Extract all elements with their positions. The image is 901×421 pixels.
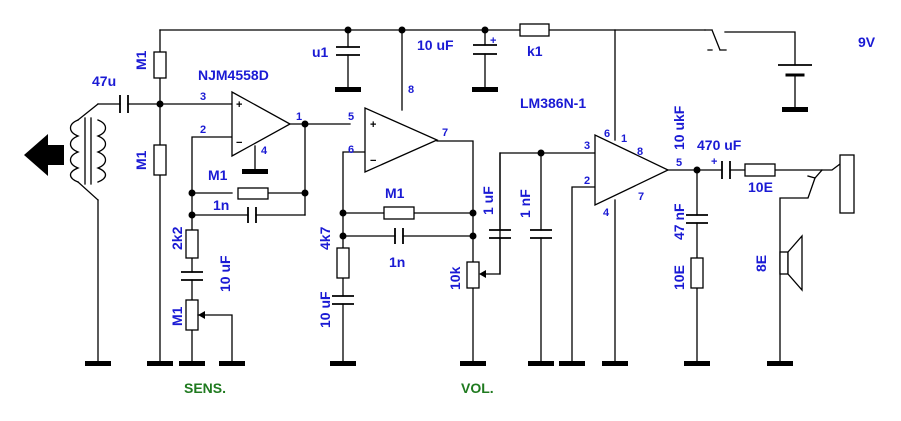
label-r-zobel: 10E <box>671 265 687 290</box>
ic1-pin7: 7 <box>442 127 448 139</box>
section-labels: SENS. VOL. <box>184 380 494 396</box>
ic1-name: NJM4558D <box>198 67 269 83</box>
opamp-signs: + − + − <box>236 99 376 167</box>
label-r-fb1: M1 <box>208 167 228 183</box>
ic2-pin1: 1 <box>621 133 627 145</box>
label-speaker: 8E <box>753 255 769 272</box>
label-sens: SENS. <box>184 380 226 396</box>
polarity-c-out: + <box>711 156 717 168</box>
label-c-bypass: 10 ukF <box>671 105 687 150</box>
battery-9v <box>778 64 812 77</box>
label-c-couple2: 1 nF <box>517 189 533 218</box>
label-r-supply: k1 <box>527 43 543 59</box>
ic2-pin5: 5 <box>676 157 682 169</box>
label-c-stage2: 1n <box>389 254 405 270</box>
capacitors <box>119 44 731 305</box>
potentiometers <box>185 261 486 331</box>
svg-text:−: − <box>370 155 376 167</box>
component-labels: NJM4558D LM386N-1 47u M1 M1 u1 10 uF + k… <box>92 34 876 328</box>
ic1-pin8: 8 <box>408 84 414 96</box>
label-r-gain: 2k2 <box>169 226 185 250</box>
label-pot-vol: 10k <box>447 266 463 290</box>
label-c-zobel: 47 nF <box>671 203 687 240</box>
label-r-stage2-gnd: 4k7 <box>317 226 333 250</box>
polarity-c-supply2: + <box>490 35 496 47</box>
ground-symbols <box>85 87 808 366</box>
opamp-ic1-a <box>231 90 292 158</box>
label-c-stage2-gnd: 10 uF <box>317 291 333 328</box>
opamp-ic1-b <box>364 106 439 174</box>
ic2-pin8: 8 <box>637 146 643 158</box>
label-r-bias-top: M1 <box>133 50 149 70</box>
label-r-out: 10E <box>748 179 773 195</box>
power-switch[interactable] <box>704 29 727 51</box>
label-c-in: 47u <box>92 73 116 89</box>
ic1-pin4: 4 <box>261 145 268 157</box>
svg-text:−: − <box>236 137 242 149</box>
svg-text:+: + <box>236 99 242 111</box>
wires <box>77 29 841 363</box>
ic1-pin5: 5 <box>348 111 354 123</box>
label-c-supply1: u1 <box>312 44 329 60</box>
ic1-pin3: 3 <box>200 91 206 103</box>
label-c-gain: 10 uF <box>217 255 233 292</box>
ic1-pin1: 1 <box>296 111 302 123</box>
label-c-out: 470 uF <box>697 137 742 153</box>
label-battery: 9V <box>858 34 876 50</box>
label-c-supply2: 10 uF <box>417 37 454 53</box>
ic1-pin2: 2 <box>200 124 206 136</box>
ic2-pin6: 6 <box>604 128 610 140</box>
amp-lm386 <box>594 133 670 207</box>
ic2-pin2: 2 <box>584 175 590 187</box>
speaker-icon <box>779 234 803 292</box>
pin-numbers: 3 2 1 4 5 6 8 7 3 2 6 1 8 7 4 5 <box>200 84 682 219</box>
junction-dots <box>156 26 701 240</box>
pickup-coil <box>69 117 107 185</box>
ic2-pin7: 7 <box>638 191 644 203</box>
ic2-pin4: 4 <box>603 207 610 219</box>
output-arrow-icon <box>24 134 64 176</box>
label-c-couple1: 1 uF <box>480 186 496 215</box>
label-pot-sens: M1 <box>169 306 185 326</box>
ic2-pin3: 3 <box>584 140 590 152</box>
ic1-pin6: 6 <box>348 144 354 156</box>
label-r-bias-bot: M1 <box>133 150 149 170</box>
svg-text:+: + <box>370 119 376 131</box>
resistors <box>153 23 776 289</box>
ic2-name: LM386N-1 <box>520 95 586 111</box>
label-r-stage2: M1 <box>385 185 405 201</box>
label-vol: VOL. <box>461 380 494 396</box>
label-c-fb1: 1n <box>213 197 229 213</box>
headphone-jack[interactable] <box>807 154 855 214</box>
